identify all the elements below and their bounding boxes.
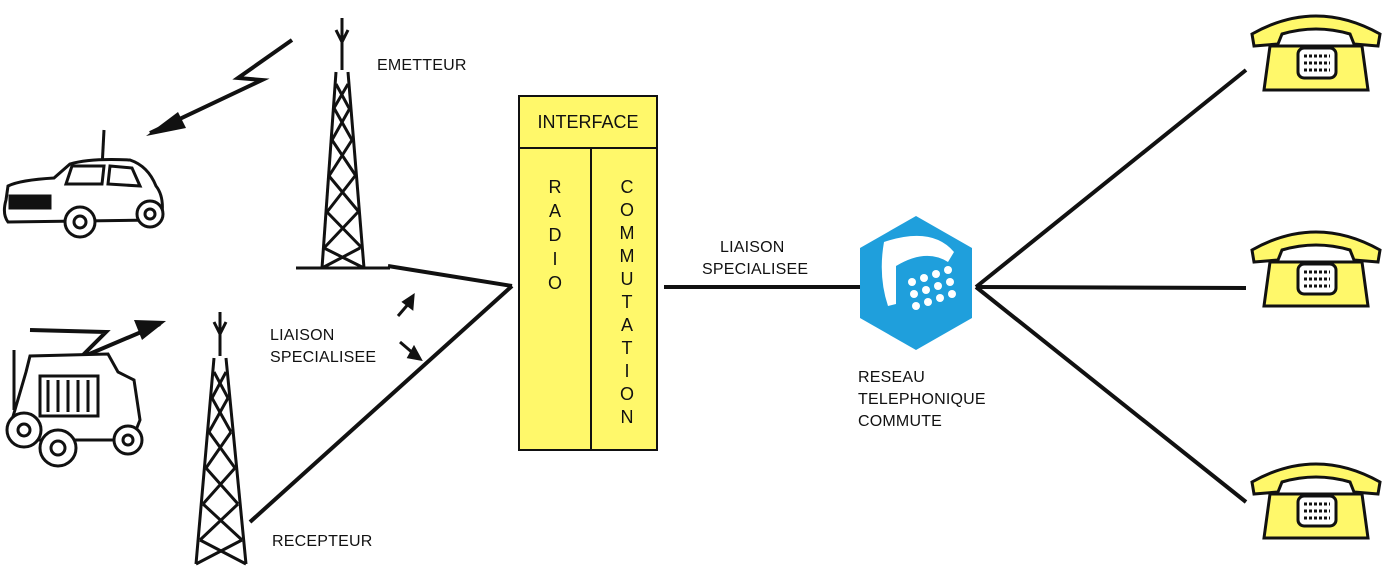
telephone-network-hexagon-icon xyxy=(860,216,972,350)
commutation-letter: O xyxy=(619,200,634,220)
emetteur-label: EMETTEUR xyxy=(377,57,467,74)
commutation-letter: T xyxy=(621,338,633,358)
telephone-icon xyxy=(1250,462,1382,540)
reseau-label-line1: RESEAU xyxy=(858,369,925,386)
commutation-letter: A xyxy=(620,315,633,335)
liaison-left-label-line2: SPECIALISEE xyxy=(270,349,377,366)
reseau-label-line3: COMMUTE xyxy=(858,413,943,430)
liaison-mid-label-line2: SPECIALISEE xyxy=(702,261,809,278)
liaison-mid-label-line1: LIAISON xyxy=(720,239,785,256)
interface-title: INTERFACE xyxy=(520,97,656,149)
commutation-letter: U xyxy=(620,269,634,289)
commutation-letter: C xyxy=(620,177,634,197)
commutation-letter: O xyxy=(619,384,634,404)
transmitter-tower-icon xyxy=(296,18,390,270)
jeep-icon xyxy=(5,350,144,468)
recepteur-label: RECEPTEUR xyxy=(272,533,373,550)
link-arrows-icon xyxy=(396,293,423,362)
telephone-icon xyxy=(1250,230,1382,308)
radio-letter: D xyxy=(548,225,562,245)
radio-letter: O xyxy=(547,273,562,293)
liaison-left-label-line1: LIAISON xyxy=(270,327,335,344)
network-to-phones-lines xyxy=(974,68,1248,504)
commutation-letter: M xyxy=(619,223,635,243)
commutation-letter: M xyxy=(619,246,635,266)
reseau-label-line2: TELEPHONIQUE xyxy=(858,391,986,408)
radio-letter: A xyxy=(548,201,561,221)
commutation-letter: N xyxy=(620,407,634,427)
radio-signal-from-jeep-icon xyxy=(29,320,166,360)
telephone-icon xyxy=(1250,14,1382,92)
commutation-letter: T xyxy=(621,292,633,312)
receiver-tower-icon xyxy=(194,312,248,566)
interface-divider xyxy=(590,147,592,449)
radio-signal-to-car-icon xyxy=(146,38,294,136)
specialised-link-lines xyxy=(248,264,514,524)
radio-letter: I xyxy=(552,249,558,269)
car-icon xyxy=(2,129,165,239)
radio-letter: R xyxy=(548,177,562,197)
commutation-letter: I xyxy=(624,361,630,381)
